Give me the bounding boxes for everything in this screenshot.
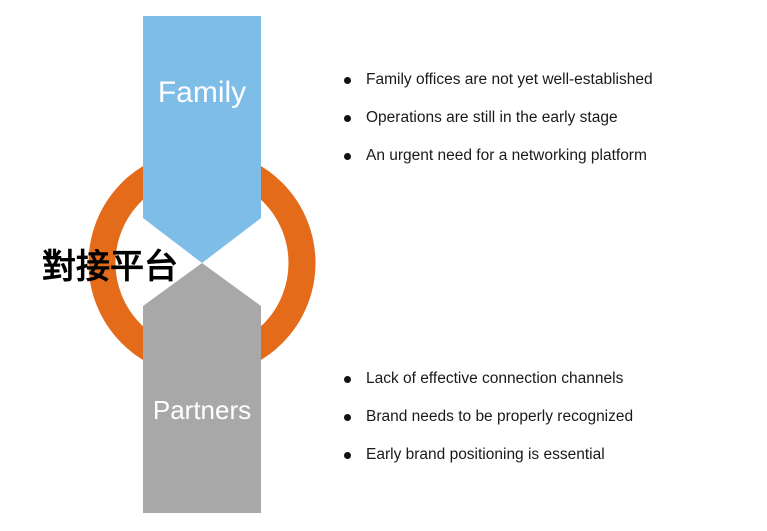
family-bullet-item: Operations are still in the early stage	[344, 108, 653, 146]
platform-label: 對接平台	[42, 247, 178, 287]
partners-arrow	[143, 263, 261, 513]
partners-bullet-item: Lack of effective connection channels	[344, 369, 633, 407]
family-label: Family	[158, 76, 246, 109]
partners-bullet-item: Brand needs to be properly recognized	[344, 407, 633, 445]
family-arrow	[143, 16, 261, 263]
partners-bullet-item: Early brand positioning is essential	[344, 445, 633, 483]
family-bullet-list: Family offices are not yet well-establis…	[344, 70, 653, 184]
family-bullet-item: Family offices are not yet well-establis…	[344, 70, 653, 108]
partners-bullet-list: Lack of effective connection channels Br…	[344, 369, 633, 483]
partners-label: Partners	[153, 395, 251, 425]
family-bullet-item: An urgent need for a networking platform	[344, 146, 653, 184]
